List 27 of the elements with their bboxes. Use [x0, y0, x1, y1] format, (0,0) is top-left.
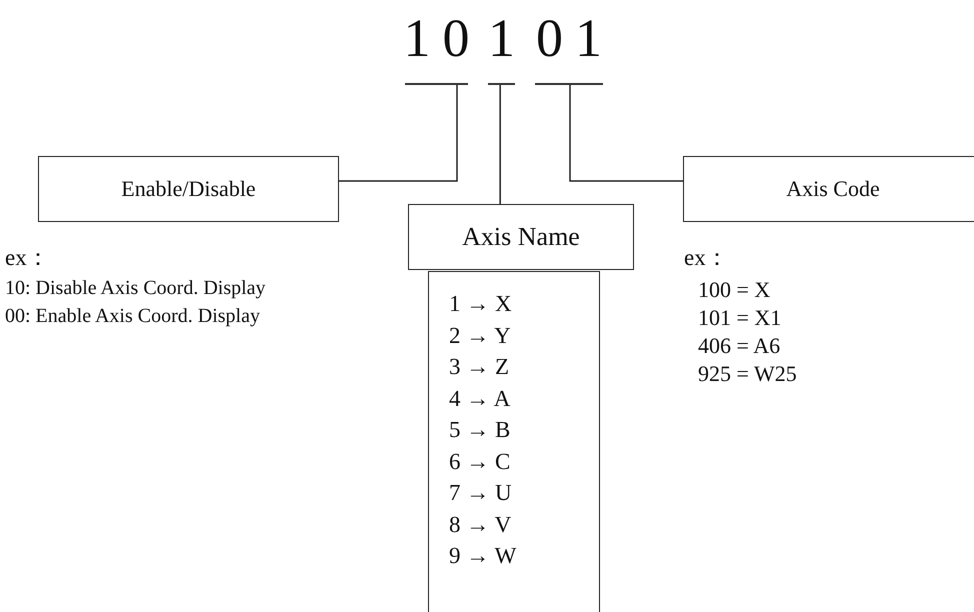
mapping-entry: 2 → Y — [449, 322, 511, 350]
leader-line — [339, 85, 458, 182]
example-text: 00: Enable Axis Coord. Display — [5, 304, 260, 328]
code-example: 100 = X — [698, 278, 770, 302]
leader-line — [569, 85, 683, 182]
label-box: Axis Code — [683, 156, 974, 222]
mapping-entry: 1 → X — [449, 290, 512, 318]
label-box: Enable/Disable — [38, 156, 339, 222]
digit-group: 01 — [535, 8, 603, 85]
code-example: 101 = X1 — [698, 306, 782, 330]
example-heading: ex： — [684, 246, 729, 270]
code-example: 406 = A6 — [698, 334, 780, 358]
mapping-entry: 4 → A — [449, 384, 510, 412]
mapping-entry: 3 → Z — [449, 353, 510, 381]
digit: 1 — [488, 8, 515, 85]
mapping-entry: 9 → W — [449, 542, 516, 570]
mapping-entry: 8 → V — [449, 510, 512, 538]
digit-group: 10 — [405, 8, 468, 85]
code-example: 925 = W25 — [698, 362, 797, 386]
mapping-entry: 5 → B — [449, 416, 510, 444]
mapping-list-box — [428, 271, 600, 612]
mapping-entry: 6 → C — [449, 448, 510, 476]
mapping-entry: 7 → U — [449, 479, 512, 507]
example-text: 10: Disable Axis Coord. Display — [5, 276, 266, 300]
label-box: Axis Name — [408, 204, 634, 270]
leader-line — [499, 85, 501, 204]
example-heading: ex： — [5, 246, 50, 270]
